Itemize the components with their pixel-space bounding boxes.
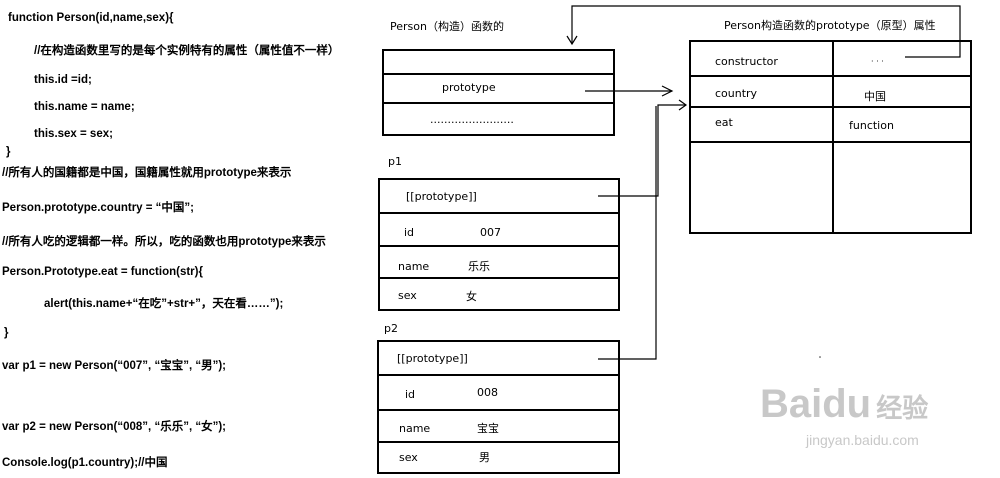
p2-key-sex: sex (399, 451, 418, 464)
proto-obj-title: Person构造函数的prototype（原型）属性 (724, 19, 936, 32)
stray-dot (819, 356, 821, 358)
watermark-url: jingyan.baidu.com (806, 432, 919, 448)
code-listing: function Person(id,name,sex){ //在构造函数里写的… (0, 0, 380, 478)
p1-key-sex: sex (398, 289, 417, 302)
p2-proto-label: [[prototype]] (397, 352, 468, 365)
proto-value-constructor: · · · (871, 57, 884, 66)
divider (691, 75, 970, 77)
proto-key-country: country (715, 87, 758, 100)
person-ctor-box: prototype ........................ (382, 49, 615, 136)
p1-value-name: 乐乐 (468, 260, 490, 273)
code-line: var p1 = new Person(“007”, “宝宝”, “男”); (2, 360, 226, 372)
p1-box: [[prototype]] id 007 name 乐乐 sex 女 (378, 178, 620, 311)
watermark: Baidu 经验 (760, 382, 928, 427)
code-line: Person.Prototype.eat = function(str){ (2, 266, 203, 278)
watermark-brand: Bai (760, 382, 823, 426)
code-line: this.name = name; (34, 101, 135, 113)
p2-value-id: 008 (477, 386, 498, 399)
p1-value-sex: 女 (466, 290, 477, 303)
code-line: //在构造函数里写的是每个实例特有的属性（属性值不一样） (34, 45, 340, 57)
divider (380, 212, 618, 214)
p2-key-name: name (399, 422, 431, 435)
watermark-brand-suffix: du (822, 382, 872, 426)
code-line: } (4, 327, 9, 339)
ellipsis-dots: ........................ (430, 113, 514, 126)
divider (384, 73, 613, 75)
code-line: Console.log(p1.country);//中国 (2, 457, 168, 469)
divider (379, 374, 618, 376)
p1-title: p1 (388, 155, 402, 168)
p2-box: [[prototype]] id 008 name 宝宝 sex 男 (377, 340, 620, 474)
proto-key-constructor: constructor (715, 55, 778, 68)
proto-key-eat: eat (715, 116, 733, 129)
code-line: alert(this.name+“在吃”+str+”，天在看……”); (44, 298, 284, 310)
p2-value-name: 宝宝 (477, 422, 499, 435)
watermark-product: 经验 (876, 394, 929, 424)
p2-value-sex: 男 (479, 451, 490, 464)
divider (691, 141, 970, 143)
divider (380, 277, 618, 279)
code-line: Person.prototype.country = “中国”; (2, 202, 195, 214)
p1-key-id: id (404, 226, 415, 239)
prototype-label: prototype (442, 81, 496, 94)
proto-obj-box: constructor · · · country 中国 eat functio… (689, 40, 972, 234)
divider (380, 245, 618, 247)
code-line: //所有人的国籍都是中国，国籍属性就用prototype来表示 (2, 167, 292, 179)
code-line: } (6, 146, 11, 158)
divider (379, 441, 618, 443)
p1-value-id: 007 (480, 226, 501, 239)
proto-value-country: 中国 (864, 90, 886, 103)
code-line: this.sex = sex; (34, 128, 113, 140)
code-line: var p2 = new Person(“008”, “乐乐”, “女”); (2, 421, 226, 433)
p2-key-id: id (405, 388, 416, 401)
divider (384, 102, 613, 104)
p2-title: p2 (384, 322, 398, 335)
divider (379, 409, 618, 411)
p1-proto-label: [[prototype]] (406, 190, 477, 203)
column-divider (832, 42, 834, 232)
divider (691, 106, 970, 108)
code-line: //所有人吃的逻辑都一样。所以，吃的函数也用prototype来表示 (2, 236, 326, 248)
p1-key-name: name (398, 260, 430, 273)
proto-value-eat: function (849, 119, 894, 132)
code-line: function Person(id,name,sex){ (8, 12, 174, 24)
person-ctor-title: Person（构造）函数的 (390, 20, 504, 33)
code-line: this.id =id; (34, 74, 92, 86)
